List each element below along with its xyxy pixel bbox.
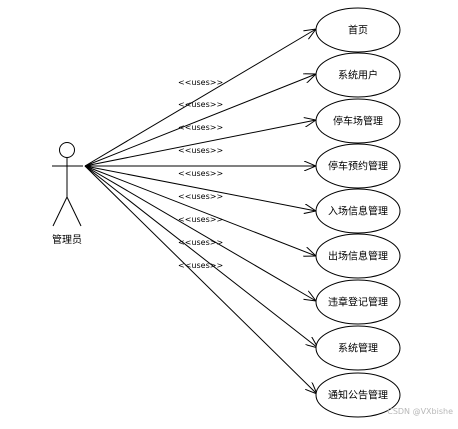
use-case-notice-management[interactable]: 通知公告管理	[315, 372, 401, 418]
uses-label: <<uses>>	[178, 123, 223, 132]
watermark: CSDN @VXbishe	[387, 407, 453, 416]
use-case-system-management-label: 系统管理	[338, 342, 378, 355]
association-line	[84, 165, 318, 348]
actor-head	[59, 142, 75, 158]
uses-label: <<uses>>	[178, 146, 223, 155]
actor-label: 管理员	[52, 233, 82, 246]
association-line	[84, 165, 316, 211]
use-case-exit-info-management-label: 出场信息管理	[328, 250, 388, 263]
use-case-home-label: 首页	[348, 24, 368, 37]
use-case-system-management[interactable]: 系统管理	[315, 325, 401, 371]
use-case-entry-info-management-label: 入场信息管理	[328, 205, 388, 218]
use-case-parking-lot-management-label: 停车场管理	[333, 115, 383, 128]
uses-label: <<uses>>	[178, 100, 223, 109]
actor-administrator[interactable]: 管理员	[52, 142, 83, 247]
use-cases: 首页 系统用户 停车场管理 停车预约管理 入场信息管理 出场信息管理	[315, 7, 401, 418]
use-case-entry-info-management[interactable]: 入场信息管理	[315, 188, 401, 234]
associations: <<uses>> <<uses>> <<uses>> <<uses>> <<uses>>…	[84, 29, 318, 394]
uses-label: <<uses>>	[178, 78, 223, 87]
use-case-parking-lot-management[interactable]: 停车场管理	[315, 98, 401, 144]
association-line	[84, 120, 316, 167]
uses-label: <<uses>>	[178, 238, 223, 247]
use-case-home[interactable]: 首页	[315, 7, 401, 53]
uses-label: <<uses>>	[178, 215, 223, 224]
uses-label: <<uses>>	[178, 192, 223, 201]
use-case-reservation-management[interactable]: 停车预约管理	[315, 143, 401, 189]
association-line	[84, 165, 317, 394]
use-case-violation-registration-label: 违章登记管理	[328, 296, 388, 309]
association-line	[84, 74, 316, 167]
use-case-system-users-label: 系统用户	[338, 69, 378, 82]
use-case-violation-registration[interactable]: 违章登记管理	[315, 279, 401, 325]
use-case-reservation-management-label: 停车预约管理	[328, 160, 388, 173]
use-case-exit-info-management[interactable]: 出场信息管理	[315, 233, 401, 279]
use-case-notice-management-label: 通知公告管理	[328, 389, 388, 402]
use-case-system-users[interactable]: 系统用户	[315, 52, 401, 98]
uses-label: <<uses>>	[178, 261, 223, 270]
association-line	[84, 29, 316, 167]
actor-right-leg	[66, 196, 82, 227]
association-line	[84, 165, 316, 301]
uses-label: <<uses>>	[178, 169, 223, 178]
association-line	[84, 165, 316, 256]
actor-left-leg	[52, 196, 68, 227]
